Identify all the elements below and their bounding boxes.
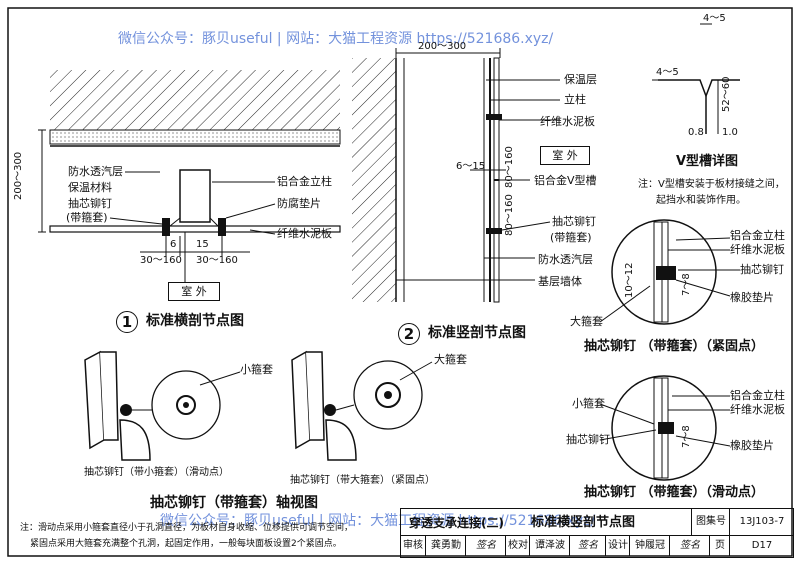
tb-row-0: 审核 bbox=[403, 540, 423, 551]
vgroove-note-1: 注：V型槽安装于板材接缝之间， bbox=[638, 179, 785, 190]
vgroove-note-2: 起挡水和装饰作用。 bbox=[656, 195, 746, 206]
fig1-label-3: (带箍套) bbox=[66, 211, 108, 224]
axo-view-sliding bbox=[84, 350, 241, 461]
dim-7-8-a: 7～8 bbox=[681, 273, 692, 296]
dim-10-12: 10～12 bbox=[624, 262, 635, 298]
dim-80-160-a: 80～160 bbox=[504, 146, 515, 188]
fig1-rivet-left bbox=[162, 218, 170, 236]
fig1-rivet-right bbox=[218, 218, 226, 236]
axo-small-sleeve-label: 小箍套 bbox=[240, 363, 273, 376]
fig2-label-3: 铝合金V型槽 bbox=[534, 174, 597, 187]
tb-row-1: 龚勇勤 bbox=[425, 536, 466, 556]
tb-name-2: 标准横竖剖节点图 bbox=[531, 515, 636, 530]
tb-atlas-no: 13J103-7 bbox=[729, 509, 794, 535]
fig1-number: 1 bbox=[116, 311, 138, 333]
dim-7-8-b: 7～8 bbox=[681, 425, 692, 448]
sliding-label-0: 铝合金立柱 bbox=[730, 389, 785, 402]
fig2-label-6: 防水透汽层 bbox=[538, 253, 593, 266]
fig2-number: 2 bbox=[398, 323, 420, 345]
dim-52-60: 52～60 bbox=[721, 76, 732, 112]
fig2-label-7: 基层墙体 bbox=[538, 275, 582, 288]
tb-row-5: 签名 bbox=[569, 536, 606, 556]
dim-0-8: 0.8 bbox=[688, 127, 704, 138]
dim-4-5-b: 4～5 bbox=[656, 67, 679, 78]
tb-row-10: D17 bbox=[729, 536, 794, 556]
title-block: 穿透支承连接(二) 标准横竖剖节点图 图集号 13J103-7 审核 龚勇勤 签… bbox=[400, 508, 794, 558]
sliding-left-label-1: 抽芯铆钉 bbox=[566, 433, 610, 446]
fig2-label-0: 保温层 bbox=[564, 73, 597, 86]
sliding-label-2: 橡胶垫片 bbox=[730, 439, 774, 452]
fig1-label-0: 防水透汽层 bbox=[68, 165, 123, 178]
fig2-base-wall bbox=[352, 58, 396, 302]
axo-title: 抽芯铆钉（带箍套）轴视图 bbox=[150, 495, 318, 511]
fig2-label-2: 纤维水泥板 bbox=[540, 115, 595, 128]
dim-15: 15 bbox=[196, 239, 209, 250]
axo-caption-2: 抽芯铆钉（带大箍套）（紧固点） bbox=[290, 475, 435, 486]
fig2-label-4: 抽芯铆钉 bbox=[552, 215, 596, 228]
sliding-left-label-0: 小箍套 bbox=[572, 397, 605, 410]
fig2-outdoor: 室 外 bbox=[540, 146, 590, 165]
tb-atlas-label: 图集号 bbox=[691, 509, 730, 535]
fig1-right-label-0: 铝合金立柱 bbox=[277, 175, 332, 188]
fixed-title: 抽芯铆钉 （带箍套）（紧固点） bbox=[584, 339, 765, 354]
axo-view-fixed bbox=[291, 350, 433, 461]
sliding-rivet bbox=[658, 422, 674, 434]
dim-80-160-b: 80～160 bbox=[504, 194, 515, 236]
fixed-label-2: 抽芯铆钉 bbox=[740, 263, 784, 276]
sliding-title: 抽芯铆钉 （带箍套）（滑动点） bbox=[584, 485, 765, 500]
fig2-rivet-bottom bbox=[486, 228, 502, 234]
fig1-insulation bbox=[49, 129, 341, 145]
dim-1-0: 1.0 bbox=[722, 127, 738, 138]
note-line-2: 紧固点采用大箍套充满整个孔洞，起固定作用，一般每块面板设置2个紧固点。 bbox=[30, 539, 342, 549]
fig1-right-label-2: 纤维水泥板 bbox=[277, 227, 332, 240]
fig1-label-1: 保温材料 bbox=[68, 181, 112, 194]
fig2-label-1: 立柱 bbox=[564, 93, 586, 106]
fig1-title: 标准横剖节点图 bbox=[146, 313, 244, 329]
vgroove-title: V型槽详图 bbox=[676, 154, 739, 169]
fixed-label-3: 橡胶垫片 bbox=[730, 291, 774, 304]
tb-row-6: 设计 bbox=[605, 536, 630, 556]
fixed-left-label: 大箍套 bbox=[570, 315, 603, 328]
dim-200-300-top: 200～300 bbox=[418, 41, 467, 52]
fixed-point-detail-circle bbox=[611, 219, 717, 325]
dim-200-300-left: 200～300 bbox=[13, 151, 24, 200]
sliding-label-1: 纤维水泥板 bbox=[730, 403, 785, 416]
fig2-title: 标准竖剖节点图 bbox=[428, 325, 526, 341]
dim-6: 6 bbox=[170, 239, 177, 250]
fig1-right-label-1: 防腐垫片 bbox=[277, 197, 321, 210]
dim-6-15-v: 6～15 bbox=[456, 161, 486, 172]
fixed-label-1: 纤维水泥板 bbox=[730, 243, 785, 256]
fig1-outdoor: 室 外 bbox=[168, 282, 220, 301]
fig1-base-wall bbox=[50, 70, 340, 130]
dim-30-160-b: 30～160 bbox=[196, 255, 238, 266]
tb-row-9: 页 bbox=[709, 536, 730, 556]
fig1-label-2: 抽芯铆钉 bbox=[68, 197, 112, 210]
axo-large-sleeve-label: 大箍套 bbox=[434, 353, 467, 366]
fig2-rivet-top bbox=[486, 114, 502, 120]
watermark-bottom: 微信公众号：豚贝useful | 网站：大猫工程资源 https://52168… bbox=[160, 513, 596, 529]
axo-caption-1: 抽芯铆钉（带小箍套）（滑动点） bbox=[84, 467, 229, 478]
tb-row-8: 签名 bbox=[669, 536, 710, 556]
watermark-top: 微信公众号：豚贝useful | 网站：大猫工程资源 https://52168… bbox=[118, 31, 554, 47]
fixed-rivet bbox=[656, 266, 676, 280]
tb-row-7: 钟履冠 bbox=[629, 536, 670, 556]
fixed-label-0: 铝合金立柱 bbox=[730, 229, 785, 242]
fig1-aluminum-post bbox=[179, 169, 211, 223]
note-line-1: 注：滑动点采用小箍套直径小于孔洞直径，为板材自身收缩、位移提供可调节空间， bbox=[20, 523, 354, 533]
tb-row-4: 谭泽波 bbox=[529, 536, 570, 556]
fig1-fiber-cement-board bbox=[49, 225, 341, 233]
tb-name-1: 穿透支承连接(二) bbox=[409, 516, 504, 530]
tb-row-2: 签名 bbox=[465, 536, 506, 556]
sliding-point-detail-circle bbox=[611, 375, 717, 481]
fig2-label-5: (带箍套) bbox=[550, 231, 592, 244]
tb-row-3: 校对 bbox=[505, 536, 530, 556]
dim-4-5-a: 4～5 bbox=[703, 13, 726, 24]
dim-30-160-a: 30～160 bbox=[140, 255, 182, 266]
